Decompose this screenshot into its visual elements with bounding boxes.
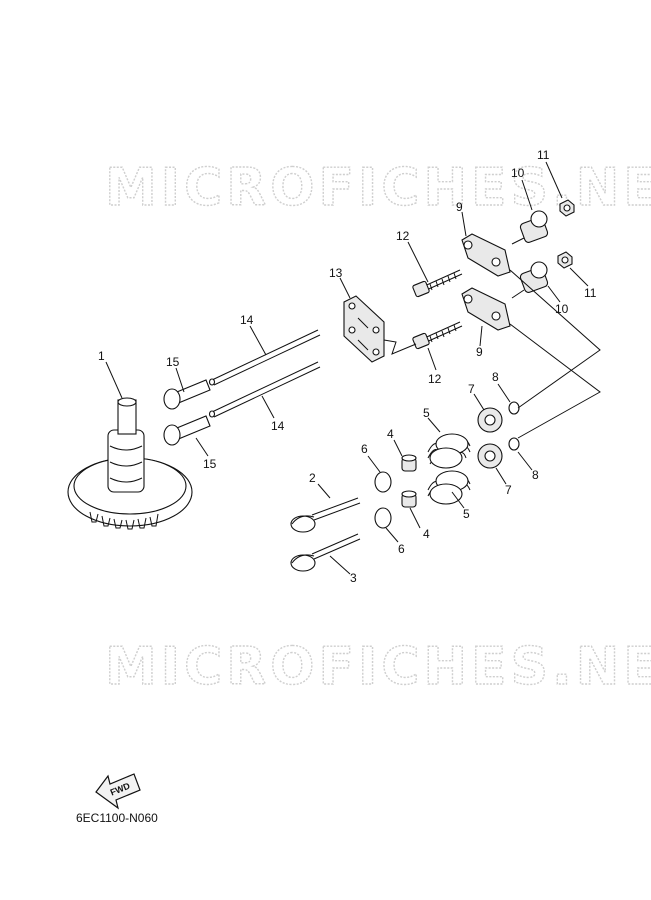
part-code: 6EC1100-N060 xyxy=(76,811,158,825)
washer-lower xyxy=(374,507,392,529)
callout-2: 2 xyxy=(309,471,316,485)
callout-5-upper: 5 xyxy=(423,406,430,420)
callout-10-lower: 10 xyxy=(555,302,569,316)
nut-lower xyxy=(557,251,573,269)
camshaft xyxy=(67,397,193,530)
retainer-upper xyxy=(477,407,503,433)
valve-lifter-lower xyxy=(163,415,211,446)
leader-lines xyxy=(105,161,589,575)
callout-14-lower: 14 xyxy=(271,419,285,433)
callout-14-upper: 14 xyxy=(240,313,254,327)
rocker-arm-upper xyxy=(461,233,511,277)
callout-11-upper: 11 xyxy=(537,148,550,162)
callout-6-upper: 6 xyxy=(361,442,368,456)
adjust-screw-upper xyxy=(511,210,549,245)
callout-5-lower: 5 xyxy=(463,507,470,521)
valve-lifter-upper xyxy=(163,379,211,410)
callout-4-lower: 4 xyxy=(423,527,430,541)
adjust-screw-lower xyxy=(511,261,549,299)
callout-8-upper: 8 xyxy=(492,370,499,384)
callout-15-lower: 15 xyxy=(203,457,217,471)
stud-upper xyxy=(412,269,463,298)
stud-lower xyxy=(412,321,463,350)
callout-12-lower: 12 xyxy=(428,372,442,386)
callout-8-lower: 8 xyxy=(532,468,539,482)
push-rod-lower xyxy=(208,361,321,418)
collet-lower xyxy=(508,437,520,451)
collet-upper xyxy=(508,401,520,415)
valve-3 xyxy=(290,533,361,572)
watermark-bottom: MICROFICHES.NET xyxy=(105,637,651,697)
guide-plate xyxy=(343,295,385,363)
callout-7-upper: 7 xyxy=(468,382,475,396)
callout-15-upper: 15 xyxy=(166,355,180,369)
valve-spring-upper xyxy=(427,433,471,469)
valve-2 xyxy=(290,497,361,533)
callout-9-lower: 9 xyxy=(476,345,483,359)
valve-spring-lower xyxy=(427,470,471,505)
washer-upper xyxy=(374,471,392,493)
retainer-lower xyxy=(477,443,503,469)
push-rod-upper xyxy=(208,329,321,386)
assembly-lines xyxy=(383,269,601,439)
callout-11-lower: 11 xyxy=(584,286,597,300)
callout-7-lower: 7 xyxy=(505,483,512,497)
valve-stem-seal-upper xyxy=(401,454,417,472)
callout-3: 3 xyxy=(350,571,357,585)
callout-9-upper: 9 xyxy=(456,200,463,214)
callout-12-upper: 12 xyxy=(396,229,410,243)
callout-6-lower: 6 xyxy=(398,542,405,556)
callout-1: 1 xyxy=(98,349,105,363)
nut-upper xyxy=(559,199,575,217)
rocker-arm-lower xyxy=(461,287,511,331)
callout-13: 13 xyxy=(329,266,343,280)
callout-10-upper: 10 xyxy=(511,166,525,180)
fwd-arrow-icon: FWD xyxy=(95,773,141,810)
callout-4-upper: 4 xyxy=(387,427,394,441)
valve-stem-seal-lower xyxy=(401,490,417,508)
